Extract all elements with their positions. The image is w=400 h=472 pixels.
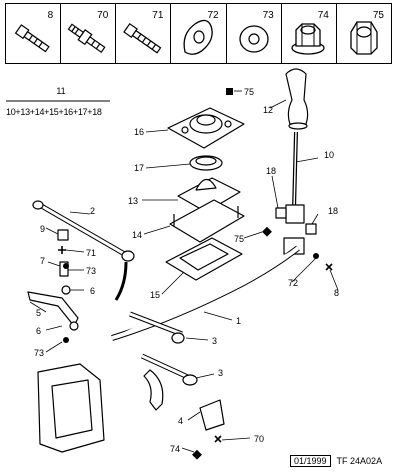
legend-cell-71[interactable]: 71 bbox=[116, 4, 172, 63]
callout-17: 17 bbox=[134, 163, 144, 173]
callout-18: 18 bbox=[266, 166, 276, 176]
callout-71: 71 bbox=[86, 248, 96, 258]
callout-6: 6 bbox=[36, 326, 41, 336]
kit-number: 11 bbox=[56, 86, 66, 96]
callout-18: 18 bbox=[328, 206, 338, 216]
callout-75: 75 bbox=[244, 87, 254, 97]
legend-number: 75 bbox=[372, 10, 384, 21]
callout-13: 13 bbox=[128, 196, 138, 206]
flange-nut-icon bbox=[291, 23, 325, 55]
callout-12: 12 bbox=[263, 105, 273, 115]
gearshift-rod[interactable] bbox=[111, 245, 300, 344]
selector-rod[interactable] bbox=[32, 200, 135, 301]
bolt-icon bbox=[123, 22, 162, 54]
flat-washer-icon bbox=[238, 25, 269, 53]
callout-4: 4 bbox=[178, 416, 183, 426]
callout-10: 10 bbox=[324, 150, 334, 160]
legend-cell-75[interactable]: 75 bbox=[337, 4, 391, 63]
callout-5: 5 bbox=[36, 308, 41, 318]
legend-number: 73 bbox=[262, 10, 274, 21]
lever-bracket[interactable] bbox=[27, 285, 79, 331]
callout-7: 7 bbox=[40, 256, 45, 266]
callout-73: 73 bbox=[34, 348, 44, 358]
legend-cell-72[interactable]: 72 bbox=[171, 4, 227, 63]
footer-date: 01/1999 bbox=[290, 455, 331, 467]
legend-number: 72 bbox=[207, 10, 219, 21]
callout-16: 16 bbox=[134, 127, 144, 137]
gearbox-housing bbox=[37, 363, 105, 453]
callout-74: 74 bbox=[170, 444, 180, 454]
callout-15: 15 bbox=[150, 290, 160, 300]
callout-14: 14 bbox=[132, 230, 142, 240]
callout-1: 1 bbox=[236, 316, 241, 326]
callout-3: 3 bbox=[218, 368, 223, 378]
kit-components: 10+13+14+15+16+17+18 bbox=[6, 107, 102, 117]
parts-legend-strip: 8 70 71 bbox=[5, 3, 392, 64]
callout-75: 75 bbox=[234, 234, 244, 244]
curved-washer-icon bbox=[183, 19, 214, 55]
callout-labels: 75 12 16 17 10 18 18 2 13 14 9 71 75 7 7… bbox=[34, 87, 339, 454]
footer-reference: TF 24A02A bbox=[336, 456, 383, 466]
callout-70: 70 bbox=[254, 434, 264, 444]
callout-72: 72 bbox=[288, 278, 298, 288]
gear-lever[interactable] bbox=[283, 131, 305, 255]
kit-bracket-line bbox=[6, 100, 110, 102]
leader-lines bbox=[29, 90, 339, 453]
legend-number: 74 bbox=[317, 10, 329, 21]
lever-bushings[interactable] bbox=[275, 207, 317, 235]
legend-cell-8[interactable]: 8 bbox=[6, 4, 62, 63]
legend-cell-70[interactable]: 70 bbox=[61, 4, 117, 63]
callout-8: 8 bbox=[334, 288, 339, 298]
gaiter-plate[interactable] bbox=[177, 177, 241, 213]
support-bracket[interactable] bbox=[169, 199, 245, 243]
callout-9: 9 bbox=[40, 224, 45, 234]
legend-number: 70 bbox=[97, 10, 109, 21]
hex-nut-icon bbox=[350, 21, 378, 55]
callout-73: 73 bbox=[86, 266, 96, 276]
marker-symbols bbox=[58, 88, 333, 460]
gear-knob[interactable] bbox=[285, 68, 309, 130]
mounting-bracket[interactable] bbox=[143, 369, 225, 431]
lever-housing[interactable] bbox=[165, 237, 243, 281]
bushing-part[interactable] bbox=[57, 229, 69, 241]
kit-label: 11 10+13+14+15+16+17+18 bbox=[6, 86, 116, 117]
spacer-part[interactable] bbox=[59, 261, 69, 277]
seal-ring[interactable] bbox=[189, 155, 223, 171]
link-rod[interactable] bbox=[140, 353, 198, 386]
legend-cell-73[interactable]: 73 bbox=[227, 4, 282, 63]
stud-bolt-icon bbox=[67, 23, 106, 54]
legend-number: 71 bbox=[152, 10, 164, 21]
callout-2: 2 bbox=[90, 206, 95, 216]
bolt-icon bbox=[14, 24, 50, 53]
callout-3: 3 bbox=[212, 336, 217, 346]
legend-number: 8 bbox=[47, 10, 54, 21]
mounting-plate[interactable] bbox=[167, 107, 245, 149]
callout-6: 6 bbox=[90, 286, 95, 296]
legend-cell-74[interactable]: 74 bbox=[282, 4, 337, 63]
footer: 01/1999 TF 24A02A bbox=[290, 455, 383, 467]
